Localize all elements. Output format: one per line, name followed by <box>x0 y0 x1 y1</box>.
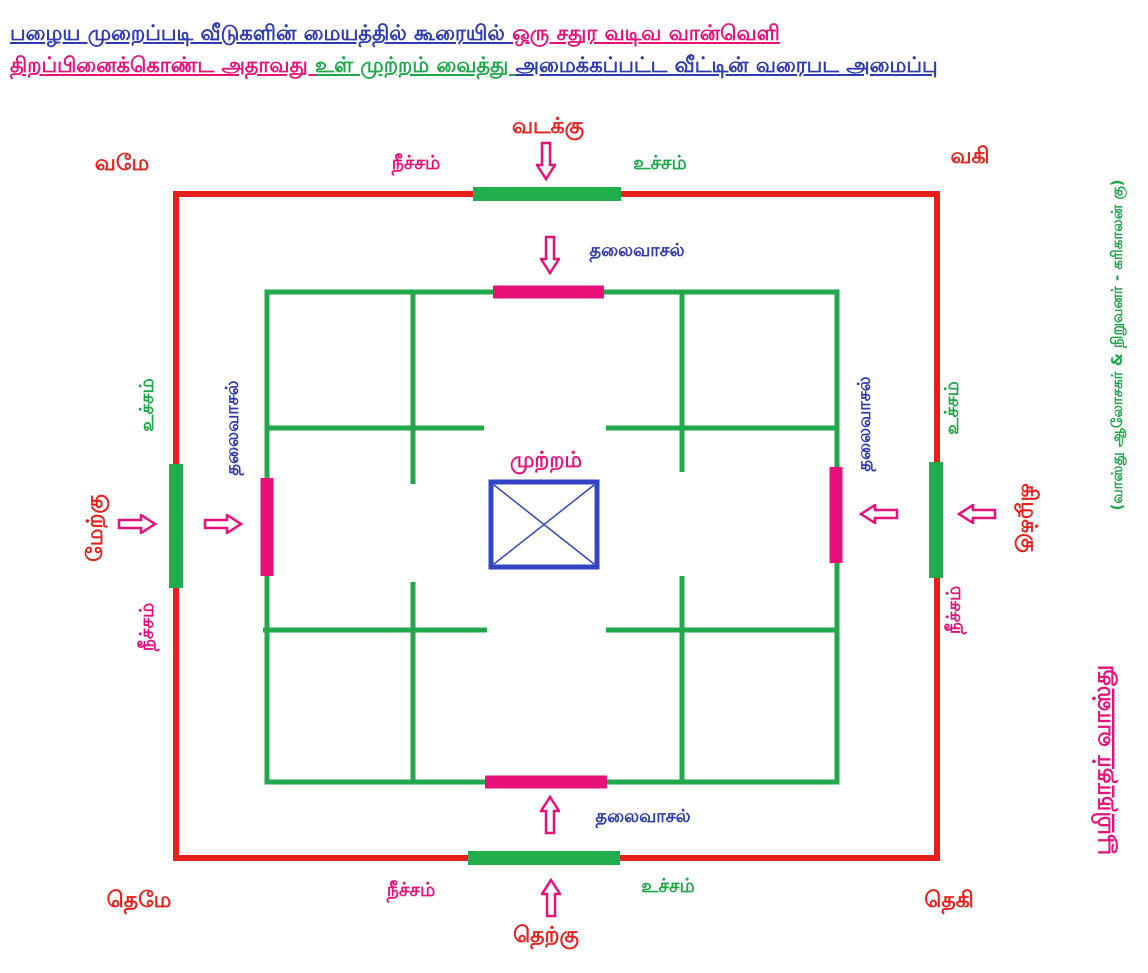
arrow-north-inner <box>540 235 560 275</box>
title-line-2-part-1: திறப்பினைக்கொண்ட அதாவது <box>10 53 316 77</box>
title-line-1-part-2: ஒரு சதுர வடிவ வான்வெளி <box>512 21 780 45</box>
ucham-south-label: உச்சம் <box>641 875 695 897</box>
inner-wall <box>264 289 840 785</box>
title-line-1-part-1: பழைய முறைப்படி வீடுகளின் மையத்தில் கூரைய… <box>10 21 513 45</box>
arrow-east-inner <box>859 504 899 524</box>
courtyard-label: முற்றம் <box>510 448 582 475</box>
attribution-main: பூமிநாதர் வாஸ்து <box>1088 665 1119 856</box>
title-line-2-part-2: உள் முற்றம் வைத்து <box>315 53 516 77</box>
title-line-2: திறப்பினைக்கொண்ட அதாவது உள் முற்றம் வைத்… <box>10 52 938 78</box>
corner-southwest-label: தெமே <box>107 888 172 915</box>
direction-east-label: கிழக்கு <box>1014 483 1041 553</box>
arrow-south-outer <box>541 878 561 918</box>
neecham-south-label: நீச்சம் <box>386 879 436 903</box>
neecham-north-label: நீச்சம் <box>391 152 441 176</box>
inner-house-walls <box>263 289 840 785</box>
neecham-east-label: நீச்சம் <box>943 586 967 636</box>
thalaivasal-west-label: தலைவாசல் <box>222 380 245 475</box>
ucham-west-label: உச்சம் <box>136 378 158 432</box>
arrow-west-inner <box>203 514 243 534</box>
thalaivasal-east-label: தலைவாசல் <box>854 376 877 471</box>
corner-northwest-label: வமே <box>95 151 149 176</box>
thalaivasal-south-label: தலைவாசல் <box>595 806 690 829</box>
direction-west-label: மேற்கு <box>83 494 110 562</box>
thalaivasal-north-label: தலைவாசல் <box>589 240 684 263</box>
arrow-west-outer <box>117 514 157 534</box>
direction-north-label: வடக்கு <box>512 114 585 141</box>
courtyard-square <box>488 479 600 570</box>
ucham-north-label: உச்சம் <box>633 152 687 174</box>
arrow-north-outer <box>536 141 556 181</box>
corner-northeast-label: வகி <box>950 144 989 169</box>
title-line-2-part-3: அமைக்கப்பட்ட வீட்டின் வரைபட அமைப்பு <box>515 53 938 77</box>
ucham-east-label: உச்சம் <box>941 381 963 435</box>
attribution-sub: (வாஸ்து ஆலோசகர் & நிறுவனர் - கரிகாலன் கு… <box>1108 179 1127 510</box>
title-line-1: பழைய முறைப்படி வீடுகளின் மையத்தில் கூரைய… <box>10 20 780 46</box>
courtyard-cross-2 <box>493 484 595 565</box>
arrow-south-inner <box>540 795 560 835</box>
neecham-west-label: நீச்சம் <box>136 603 160 653</box>
arrow-east-outer <box>957 504 997 524</box>
courtyard-opening <box>488 479 600 570</box>
direction-south-label: தெற்கு <box>513 923 579 950</box>
corner-southeast-label: தெகி <box>924 888 973 915</box>
